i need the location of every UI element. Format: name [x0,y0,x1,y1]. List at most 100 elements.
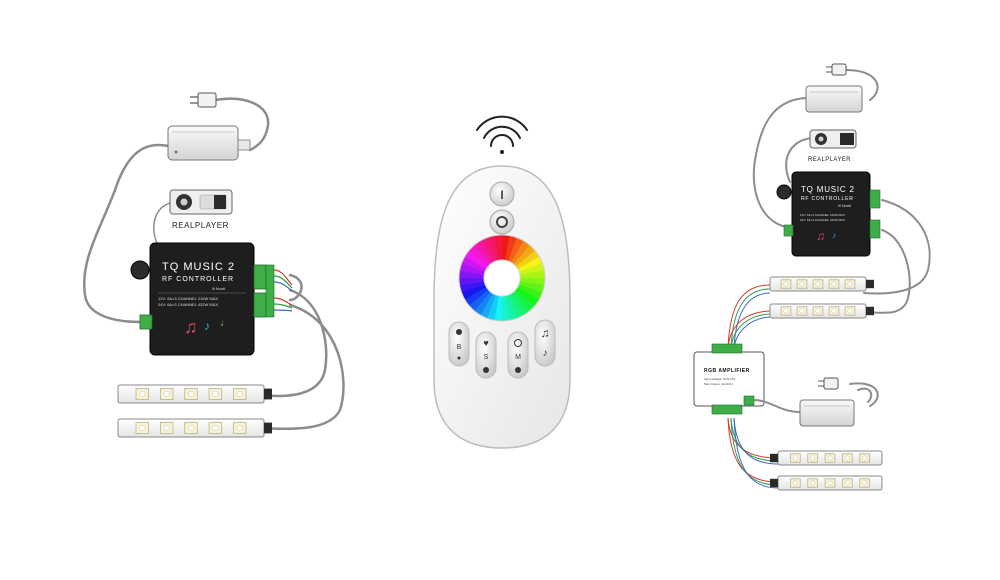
right-ac-plug-1 [826,63,847,76]
amplifier-title: RGB AMPLIFIER [704,368,750,374]
right-led-strip-3 [770,450,883,466]
color-wheel-segment[interactable] [474,240,494,265]
color-wheel-segment[interactable] [494,235,503,261]
color-wheel-segment[interactable] [505,235,518,262]
led-lens [799,281,805,287]
left-out-cable-2 [260,303,345,431]
color-wheel-segment[interactable] [519,270,546,279]
left-power-supply [167,125,251,161]
bird-icon: ♥ [483,338,488,348]
led-lens [799,308,805,314]
right-controller-title: TQ MUSIC 2 [801,185,855,194]
led-lens [815,308,821,314]
color-wheel-segment[interactable] [474,291,493,316]
left-controller-spec1: 12V: 6A×3 CHANNEL 216W MAX [158,296,218,301]
color-wheel-segment[interactable] [459,280,486,293]
color-wheel-segment[interactable] [513,245,536,267]
color-wheel-segment[interactable] [480,237,497,263]
right-controller-spec2: 24V: 6A×3 CHANNEL 432W MAX [800,218,845,222]
left-out-cable-3 [288,273,303,302]
right-controller-brand: ili Nunti [838,203,851,208]
right-controller-subtitle: RF CONTROLLER [801,196,854,202]
color-wheel-segment[interactable] [511,240,530,265]
color-wheel-segment[interactable] [518,263,545,276]
led-lens [212,424,219,432]
right-power-supply-2 [753,399,855,427]
left-realplayer: REALPLAYER [169,189,233,230]
led-lens [792,455,798,461]
led-lens [810,480,816,486]
right-controller: TQ MUSIC 2 RF CONTROLLER ili Nunti 12V: … [776,171,881,257]
led-lens [236,424,243,432]
color-wheel-segment[interactable] [517,256,543,273]
led-lens [163,424,170,432]
left-controller-brand: ili Nunti [212,286,225,291]
led-strip-connector [770,478,778,488]
remote-power-on-button[interactable]: I [489,181,515,207]
music-note-icon-2: ♪ [204,319,210,333]
color-wheel-segment[interactable] [461,256,487,272]
remote-wheel-center [483,259,521,297]
left-led-strip-2 [117,418,272,438]
right-led-strip-2 [769,303,874,319]
color-wheel-segment[interactable] [459,277,485,286]
color-wheel-segment[interactable] [508,237,524,263]
led-lens [783,281,789,287]
svg-text:M: M [515,354,521,361]
music-icon-small: ♪ [543,348,548,359]
led-strip-connector [264,422,272,434]
color-wheel-segment[interactable] [468,289,491,311]
remote-mode-key[interactable]: M [507,331,529,379]
color-wheel-segment[interactable] [518,281,545,294]
led-lens [847,281,853,287]
led-lens [139,390,146,398]
color-wheel-segment[interactable] [507,293,524,319]
color-wheel-segment[interactable] [461,283,487,300]
right-ac-plug-2 [818,377,839,390]
color-wheel-segment[interactable] [501,295,510,321]
color-wheel-segment[interactable] [517,284,543,300]
remote-music-key[interactable]: ♫ ♪ [534,319,556,367]
color-wheel-segment[interactable] [459,270,485,278]
right-player-label: REALPLAYER [808,157,851,163]
led-strip-connector [866,279,874,289]
left-diagram: REALPLAYER TQ MUSIC 2 RF CONTROLLER ili … [82,92,345,438]
remote-speed-key[interactable]: ♥ S [475,331,497,379]
color-wheel-segment[interactable] [480,293,496,319]
led-lens [831,308,837,314]
remote-power-off-button[interactable] [489,209,515,235]
left-controller-title: TQ MUSIC 2 [162,261,235,273]
color-wheel-segment[interactable] [504,294,517,321]
color-wheel-segment[interactable] [513,289,535,312]
amplifier-spec: Input Voltage: DC5-24V [704,377,736,381]
svg-text:B: B [457,344,462,351]
color-wheel-segment[interactable] [494,295,502,321]
left-player-label: REALPLAYER [172,221,229,230]
color-wheel-segment[interactable] [459,262,486,275]
led-lens [783,308,789,314]
right-realplayer: REALPLAYER [808,129,857,163]
color-wheel-segment[interactable] [464,286,489,306]
color-wheel-segment[interactable] [502,235,510,261]
led-lens [844,455,850,461]
left-ac-plug [190,92,217,108]
remote-brightness-key[interactable]: B [448,321,470,367]
left-cables [82,97,345,431]
remote-color-wheel[interactable] [458,234,546,322]
right-diagram: REALPLAYER TQ MUSIC 2 RF CONTROLLER ili … [693,63,931,491]
left-color-wires [273,269,293,312]
color-wheel-segment[interactable] [469,244,491,267]
color-wheel-segment[interactable] [515,250,540,270]
color-wheel-segment[interactable] [510,291,530,316]
color-wheel-segment[interactable] [486,294,499,321]
color-wheel-segment[interactable] [487,235,500,262]
led-lens [862,480,868,486]
color-wheel-segment[interactable] [464,250,489,269]
rf-remote: I B ♥ S M ♫ ♪ [433,115,571,449]
music-icon: ♫ [541,326,550,340]
color-wheel-segment[interactable] [515,287,540,306]
led-lens [827,480,833,486]
color-wheel-segment[interactable] [519,278,545,286]
led-lens [831,281,837,287]
